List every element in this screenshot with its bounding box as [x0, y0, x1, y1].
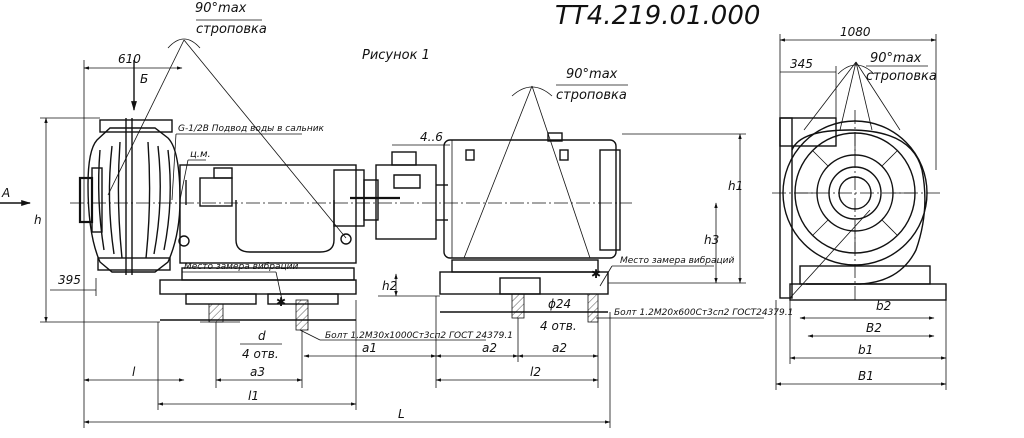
centre-of-mass-mark: ц.м.	[190, 149, 211, 160]
dim-610: 610	[118, 52, 141, 66]
pump-frame	[178, 164, 400, 264]
dim-a2-first: a2	[482, 341, 497, 355]
pump-foundation	[159, 267, 357, 331]
pump-body	[78, 60, 181, 275]
dim-L: L	[398, 407, 405, 421]
figure-caption: Рисунок 1	[362, 48, 430, 63]
sling-angle-label-3: 90°max	[870, 51, 922, 66]
bolt-note-pump: Болт 1.2М30х1000Ст3сп2 ГОСТ 24379.1	[325, 331, 513, 341]
arrow-b-label: Б	[140, 72, 148, 86]
dim-a1: a1	[362, 341, 377, 355]
vibration-star-pump: ✱	[276, 295, 286, 309]
bolt-note-motor: Болт 1.2М20х600Ст3сп2 ГОСТ24379.1	[614, 308, 793, 318]
motor-sling-lines	[463, 85, 591, 259]
holes-note-pump: 4 отв.	[242, 347, 279, 361]
dim-h1: h1	[728, 179, 743, 193]
dim-a2-second: a2	[552, 341, 567, 355]
dim-l1: l1	[248, 389, 259, 403]
dim-h2: h2	[382, 279, 397, 293]
motor-foundation	[439, 259, 609, 323]
dim-B2: B2	[866, 321, 882, 335]
dim-1080: 1080	[840, 25, 871, 39]
end-view-dimensions	[775, 34, 947, 390]
sling-angle-label-1: 90°max	[195, 1, 247, 16]
dim-395: 395	[58, 273, 81, 287]
dim-b1: b1	[858, 343, 873, 357]
dim-l2: l2	[530, 365, 541, 379]
vibration-note-motor: Место замера вибраций	[620, 256, 734, 266]
sling-angle-label-2: 90°max	[566, 67, 618, 82]
dim-b2: b2	[876, 299, 891, 313]
sling-word-label-1: строповка	[196, 22, 267, 37]
dim-4-6: 4..6	[420, 130, 443, 144]
arrow-a-label: А	[1, 186, 10, 200]
dim-h: h	[34, 213, 42, 227]
dim-B1: B1	[858, 369, 874, 383]
dim-h3: h3	[704, 233, 719, 247]
dim-phi24: ϕ24	[548, 297, 571, 311]
vibration-note-pump: Место замера вибраций	[184, 262, 298, 272]
water-supply-note: G-1/2B Подвод воды в сальник	[178, 124, 325, 134]
sling-word-label-3: строповка	[866, 69, 937, 84]
end-view	[772, 61, 947, 301]
sling-word-label-2: строповка	[556, 88, 627, 103]
holes-note-motor: 4 отв.	[540, 319, 577, 333]
document-number: ТТ4.219.01.000	[555, 1, 760, 31]
dim-d: d	[258, 329, 266, 343]
dim-a3: a3	[250, 365, 265, 379]
dimension-lines	[40, 60, 746, 428]
dim-345: 345	[790, 57, 813, 71]
motor-body	[375, 132, 621, 259]
dim-l: l	[132, 365, 136, 379]
vibration-star-motor: ✱	[591, 267, 601, 281]
pump-sling-lines	[107, 38, 347, 239]
